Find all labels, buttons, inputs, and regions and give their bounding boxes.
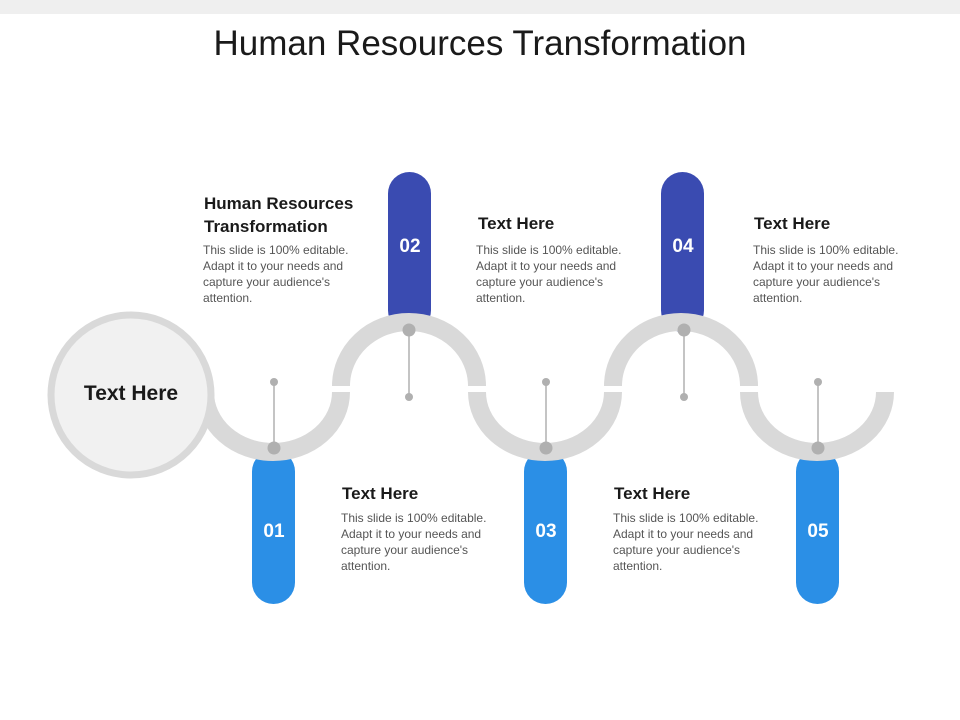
dot-01-top: [270, 378, 278, 386]
dot-02-node: [402, 323, 416, 337]
step-title-04: Text Here: [614, 484, 691, 503]
center-circle: [47, 311, 215, 479]
step-number-01: 01: [263, 521, 285, 542]
step-title-01: Text Here: [342, 484, 419, 503]
step-title-05: Text Here: [754, 214, 831, 233]
step-number-05: 05: [807, 521, 829, 542]
dot-05-top: [814, 378, 822, 386]
step-number-02: 02: [399, 236, 421, 257]
dot-03-node: [539, 441, 553, 455]
track-arc-4: [604, 313, 758, 387]
pill-05: [796, 450, 839, 604]
dot-01-node: [267, 441, 281, 455]
dot-03-top: [542, 378, 550, 386]
page-title: Human Resources Transformation: [213, 24, 747, 63]
step-number-04: 04: [672, 236, 694, 257]
step-body-05: This slide is 100% editable. Adapt it to…: [753, 243, 899, 305]
dot-05-node: [811, 441, 825, 455]
step-body-02: This slide is 100% editable. Adapt it to…: [203, 243, 349, 305]
track-arc-2: [332, 313, 486, 387]
pill-04: [661, 172, 704, 332]
center-label: Text Here: [83, 382, 179, 405]
step-number-03: 03: [535, 521, 557, 542]
top-bar: [0, 0, 960, 14]
pill-02: [388, 172, 431, 332]
dot-04-node: [677, 323, 691, 337]
step-body-04: This slide is 100% editable. Adapt it to…: [613, 511, 759, 573]
step-title-02: Human Resources Transformation: [204, 194, 354, 236]
step-body-03: This slide is 100% editable. Adapt it to…: [476, 243, 622, 305]
step-title-03: Text Here: [478, 214, 555, 233]
dot-04-bottom: [680, 393, 688, 401]
pill-01: [252, 450, 295, 604]
step-body-01: This slide is 100% editable. Adapt it to…: [341, 511, 487, 573]
pill-03: [524, 450, 567, 604]
dot-02-bottom: [405, 393, 413, 401]
